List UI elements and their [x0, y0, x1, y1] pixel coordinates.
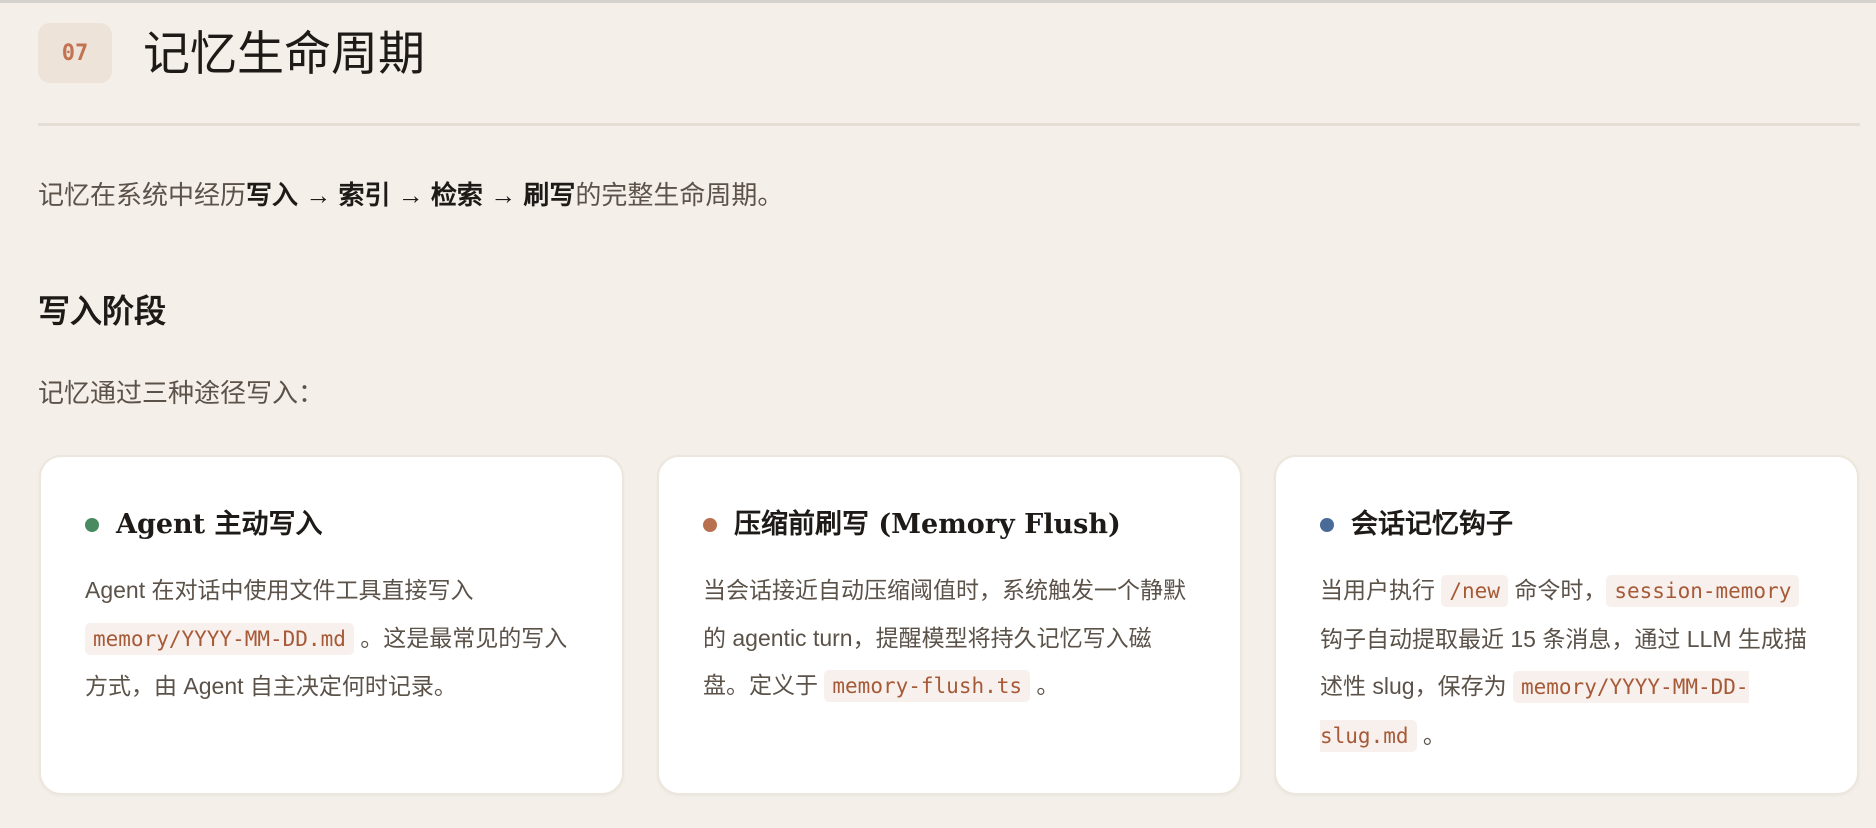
card-text: 当用户执行 [1320, 577, 1442, 603]
card-text: 。 [1030, 672, 1060, 698]
card-text: 。 [1416, 721, 1446, 748]
green-dot-icon [85, 518, 99, 532]
code-command: /new [1441, 575, 1508, 607]
card-body: 当用户执行 /new 命令时，session-memory 钩子自动提取最近 1… [1320, 567, 1813, 760]
card-title: 压缩前刷写 (Memory Flush) [734, 509, 1121, 540]
card-agent-write: Agent 主动写入 Agent 在对话中使用文件工具直接写入 memory/Y… [39, 455, 624, 795]
code-file: memory-flush.ts [824, 670, 1031, 702]
blue-dot-icon [1320, 518, 1334, 532]
card-text: Agent 在对话中使用文件工具直接写入 [85, 577, 474, 603]
card-text: 。这是最常见的写入方式，由 Agent 自主决定何时记录。 [85, 624, 568, 700]
card-body: 当会话接近自动压缩阈值时，系统触发一个静默的 agentic turn，提醒模型… [703, 567, 1196, 711]
orange-dot-icon [703, 518, 717, 532]
card-title: Agent 主动写入 [116, 509, 323, 540]
intro-prefix: 记忆在系统中经历 [38, 180, 247, 210]
code-hook: session-memory [1606, 575, 1800, 607]
page-title: 记忆生命周期 [143, 27, 425, 82]
card-text: 命令时， [1507, 577, 1607, 603]
card-memory-flush: 压缩前刷写 (Memory Flush) 当会话接近自动压缩阈值时，系统触发一个… [657, 455, 1242, 795]
card-text: 钩子自动提取最近 15 条消息，通过 LLM 生成描述性 slug，保存为 [1320, 625, 1807, 700]
intro-stages: 写入 → 索引 → 检索 → 刷写 [246, 180, 576, 210]
divider [38, 123, 1860, 126]
write-phase-lead: 记忆通过三种途径写入： [38, 378, 325, 408]
card-text: 当会话接近自动压缩阈值时，系统触发一个静默的 agentic turn，提醒模型… [703, 577, 1186, 698]
card-session-hook: 会话记忆钩子 当用户执行 /new 命令时，session-memory 钩子自… [1274, 455, 1859, 795]
intro-suffix: 的完整生命周期。 [575, 180, 784, 210]
section-number-badge: 07 [38, 23, 112, 83]
code-path: memory/YYYY-MM-DD.md [85, 622, 354, 655]
write-phase-heading: 写入阶段 [38, 292, 167, 330]
intro-paragraph: 记忆在系统中经历写入 → 索引 → 检索 → 刷写的完整生命周期。 [38, 177, 783, 213]
card-body: Agent 在对话中使用文件工具直接写入 memory/YYYY-MM-DD.m… [85, 567, 578, 711]
card-title: 会话记忆钩子 [1351, 509, 1513, 540]
